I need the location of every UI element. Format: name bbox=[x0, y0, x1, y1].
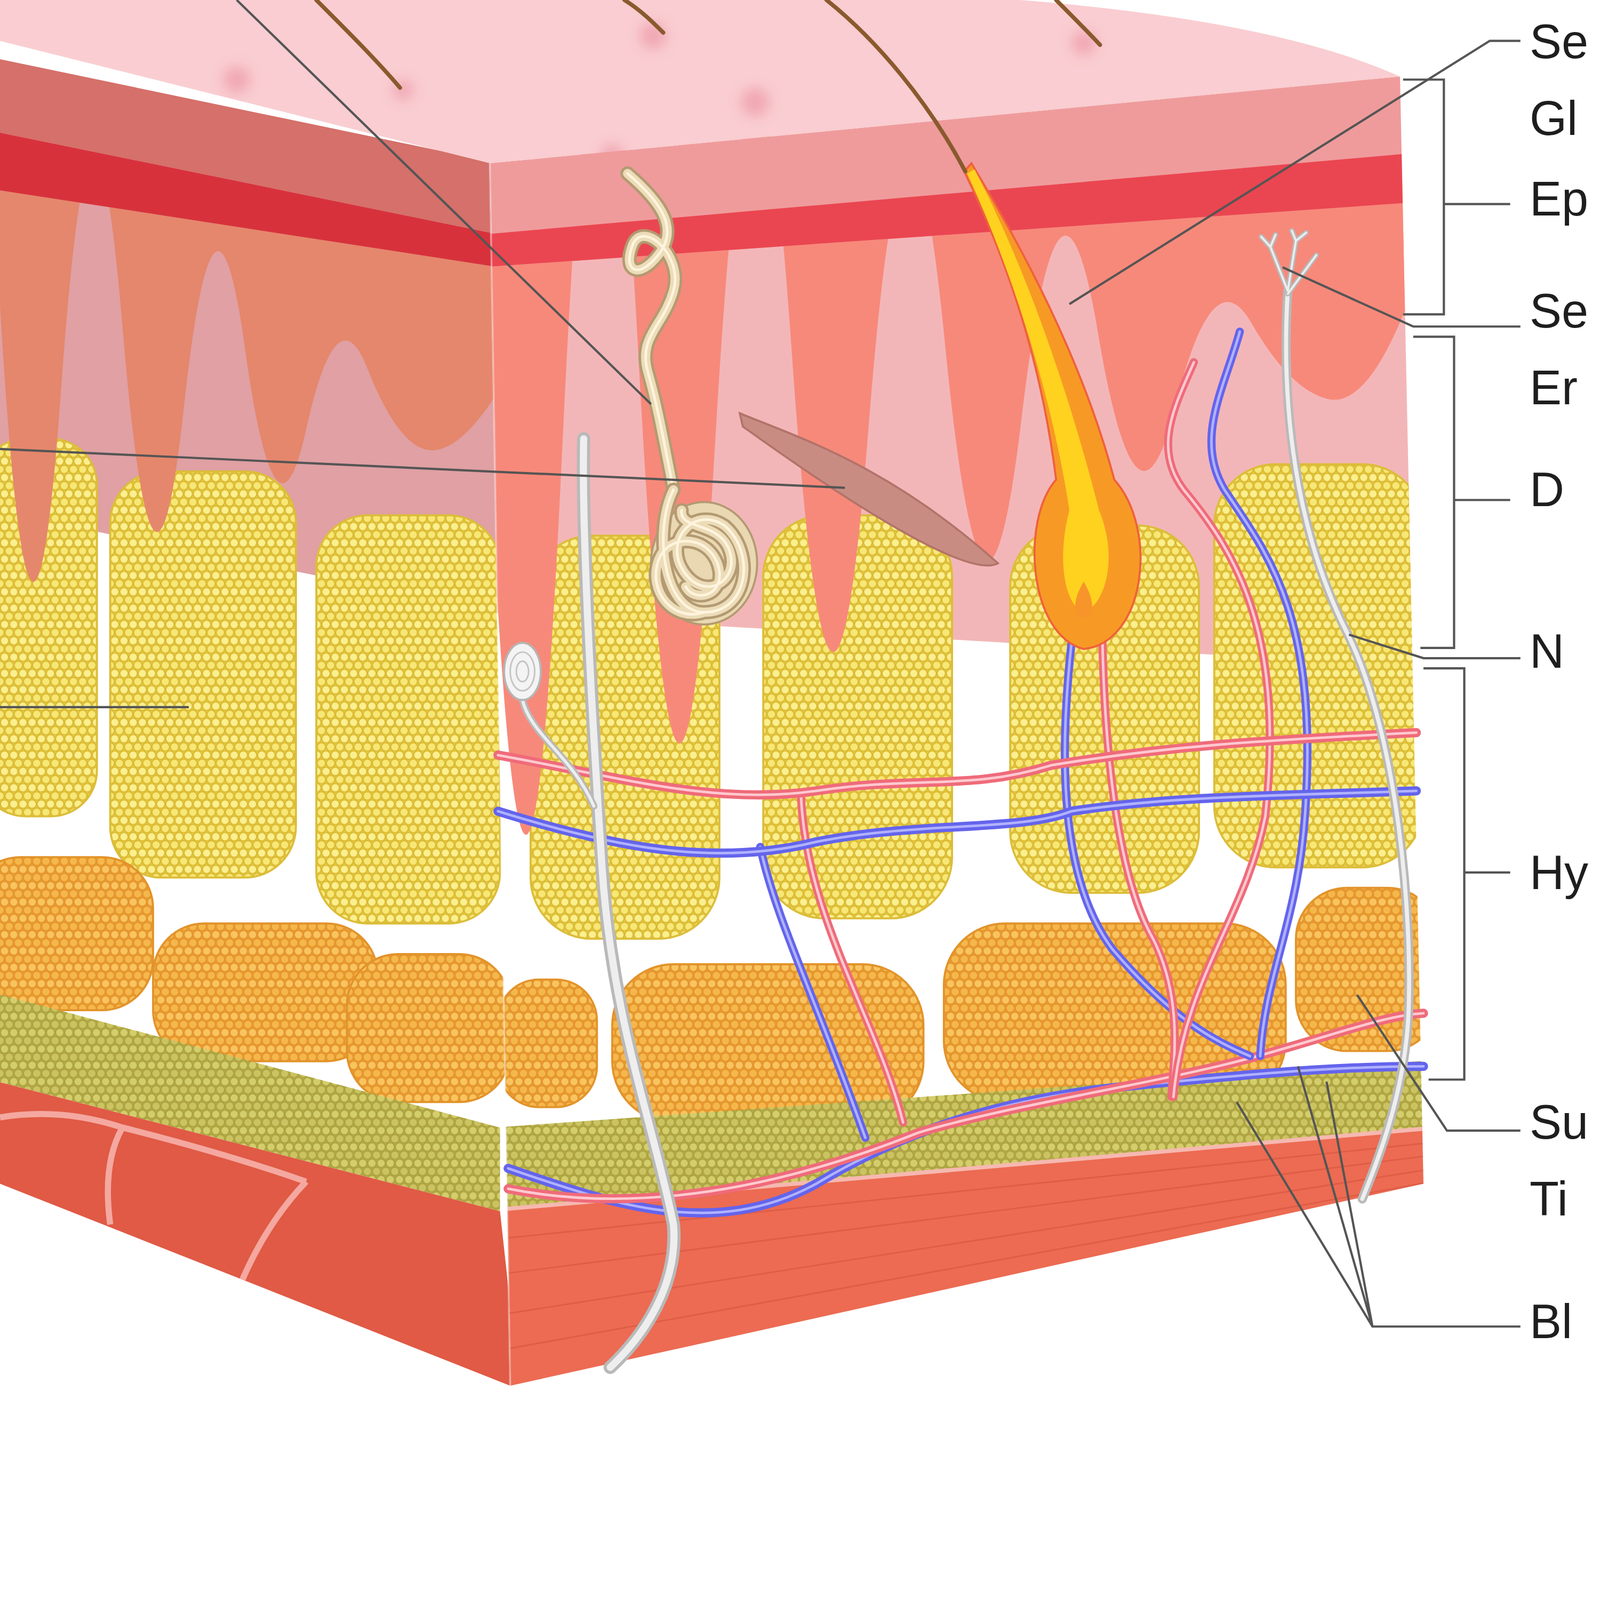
skin-left-face bbox=[0, 1114, 307, 1286]
leader-lines bbox=[1413, 336, 1511, 648]
pacinian-corpuscle bbox=[504, 642, 541, 700]
blood-vessels bbox=[498, 790, 1417, 854]
sweat-gland bbox=[627, 173, 676, 490]
nerves bbox=[1285, 290, 1410, 1199]
part-label: N bbox=[1529, 612, 1565, 690]
leader-lines bbox=[1069, 41, 1521, 305]
blood-vessels bbox=[760, 846, 866, 1138]
nerves bbox=[1261, 230, 1317, 294]
hair-follicle bbox=[964, 163, 1141, 650]
leader-lines bbox=[1236, 1066, 1521, 1327]
blood-vessels bbox=[498, 732, 1417, 796]
hairs bbox=[826, 0, 966, 172]
arrector-pili-muscle bbox=[739, 413, 998, 566]
skin-left-face bbox=[316, 515, 500, 924]
part-label: Se Er bbox=[1529, 272, 1589, 427]
leader-lines bbox=[1348, 634, 1520, 659]
hairs bbox=[1056, 0, 1100, 45]
blood-vessels bbox=[1065, 602, 1251, 1056]
skin-left-face bbox=[153, 923, 378, 1062]
part-label: D bbox=[1529, 451, 1565, 528]
blood-vessels bbox=[1101, 602, 1175, 1098]
skin-surface bbox=[223, 66, 251, 93]
skin-left-face bbox=[110, 471, 296, 878]
hairs bbox=[316, 0, 1100, 172]
leader-lines bbox=[0, 0, 1521, 1327]
leader-lines bbox=[1357, 994, 1521, 1131]
leader-lines bbox=[1423, 668, 1511, 1080]
skin-front-face bbox=[479, 21, 1450, 1398]
blood-vessels bbox=[760, 846, 866, 1138]
blood-vessels bbox=[498, 790, 1417, 854]
part-label: Se Gl bbox=[1529, 3, 1589, 157]
part-label: Su Ti bbox=[1529, 1083, 1589, 1238]
nerves bbox=[522, 700, 595, 807]
blood-vessels bbox=[1168, 362, 1270, 1098]
nerves bbox=[522, 700, 595, 807]
leader-lines bbox=[236, 0, 652, 405]
sweat-gland bbox=[656, 489, 744, 614]
blood-vessels bbox=[1101, 602, 1175, 1098]
skin-surface bbox=[740, 88, 770, 117]
nerves bbox=[1261, 230, 1317, 294]
skin-front-face bbox=[763, 515, 952, 919]
pacinian-corpuscle bbox=[504, 642, 541, 700]
sweat-gland bbox=[627, 173, 676, 490]
leader-lines bbox=[0, 706, 189, 709]
skin-left-face bbox=[0, 857, 154, 1011]
skin-surface bbox=[640, 22, 667, 50]
nerves bbox=[1285, 290, 1410, 1199]
block-edge bbox=[489, 163, 510, 1386]
blood-vessels bbox=[1065, 602, 1251, 1056]
part-label: Hy bbox=[1529, 834, 1589, 911]
pacinian-corpuscle bbox=[516, 661, 529, 682]
part-label: Bl bbox=[1529, 1283, 1573, 1360]
hair-follicle bbox=[964, 163, 1141, 650]
skin-left-face bbox=[0, 41, 521, 1399]
pacinian-corpuscle bbox=[510, 652, 535, 692]
skin-front-face bbox=[489, 1140, 1449, 1352]
hairs bbox=[316, 0, 400, 88]
leader-lines bbox=[0, 449, 845, 488]
sweat-gland bbox=[627, 173, 676, 490]
hair-follicle bbox=[967, 169, 1109, 613]
sweat-gland bbox=[656, 489, 744, 614]
skin-left-face bbox=[0, 1079, 521, 1398]
hair-follicle bbox=[1075, 581, 1093, 619]
blood-vessels bbox=[498, 732, 1417, 796]
skin-left-face bbox=[347, 954, 511, 1102]
sweat-gland bbox=[656, 489, 744, 614]
part-label: Ep bbox=[1529, 160, 1589, 238]
leader-lines bbox=[1403, 79, 1511, 315]
skin-left-face bbox=[0, 130, 500, 268]
hairs bbox=[624, 0, 664, 33]
skin-front-face bbox=[498, 979, 598, 1108]
leader-lines bbox=[1282, 267, 1521, 327]
blood-vessels bbox=[1168, 362, 1270, 1098]
